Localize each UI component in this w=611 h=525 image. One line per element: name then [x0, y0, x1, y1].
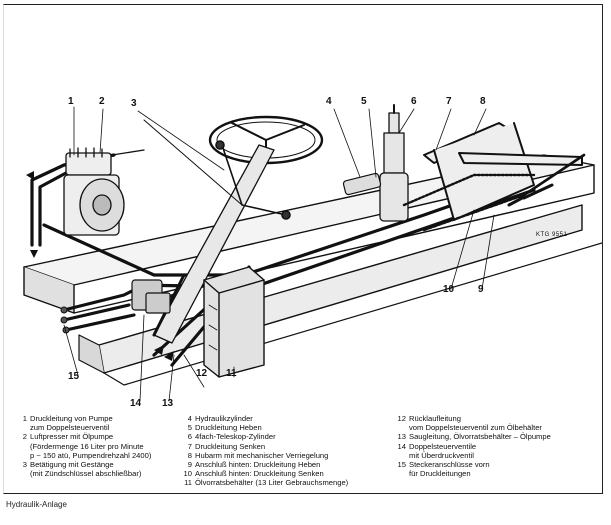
- legend-item-text: Druckleitung Senken: [195, 441, 266, 451]
- callout-9: 9: [478, 284, 484, 295]
- legend-item-number: 15: [397, 460, 406, 470]
- legend-item-text: Hydraulikzylinder: [195, 414, 253, 423]
- legend-item-text: Saugleitung, Ölvorratsbehälter – Ölpumpe: [409, 432, 551, 442]
- legend-item-text: Anschluß hinten: Druckleitung Senken: [195, 469, 324, 479]
- legend-item-text: Steckeranschlüsse vorn: [409, 460, 490, 470]
- legend-item-text: Druckleitung Heben: [195, 423, 262, 433]
- legend-item-text: Druckleitung von Pumpe: [30, 414, 113, 423]
- legend-item-text: 4fach-Teleskop-Zylinder: [195, 432, 276, 442]
- legend-item-continuation: für Druckleitungen: [409, 469, 471, 479]
- legend-item-number: 14: [397, 441, 406, 451]
- legend-item-number: 7: [187, 441, 192, 451]
- legend-item-number: 12: [397, 414, 406, 423]
- callout-3: 3: [131, 98, 137, 109]
- callout-6: 6: [411, 96, 417, 107]
- legend-item-text: Doppelsteuerventile: [409, 441, 477, 451]
- lifting-arms: [423, 122, 586, 221]
- callout-12: 12: [196, 368, 208, 379]
- legend-item-number: 8: [187, 450, 192, 460]
- legend-item-number: 5: [187, 423, 192, 433]
- legend-item-number: 13: [397, 432, 406, 442]
- callout-10: 10: [443, 284, 455, 295]
- legend-item-continuation: (mit Zündschlüssel abschließbar): [30, 469, 142, 479]
- figure-frame: [3, 4, 603, 494]
- front-connectors: [60, 306, 70, 334]
- callout-8: 8: [480, 96, 486, 107]
- figure-caption: Hydraulik-Anlage: [6, 500, 67, 509]
- hydraulic-system-drawing: [23, 104, 602, 402]
- callout-7: 7: [446, 96, 452, 107]
- callout-15: 15: [68, 371, 80, 382]
- legend-item-text: Anschluß hinten: Druckleitung Heben: [195, 460, 321, 470]
- legend-item-number: 1: [22, 414, 27, 423]
- operating-rod: [143, 119, 291, 220]
- legend-item-number: 9: [187, 460, 192, 470]
- callout-11: 11: [226, 368, 237, 379]
- legend-item-continuation: vom Doppelsteuerventil zum Ölbehälter: [409, 423, 542, 433]
- legend-item-number: 4: [187, 414, 192, 423]
- air-compressor: [63, 147, 145, 236]
- legend-item-continuation: zum Doppelsteuerventil: [30, 423, 110, 433]
- callout-1: 1: [68, 96, 74, 107]
- legend-item-text: Luftpresser mit Ölpumpe: [30, 432, 114, 442]
- legend-item-number: 2: [22, 432, 27, 442]
- legend-item-number: 3: [22, 460, 27, 470]
- legend-item-text: Hubarm mit mechanischer Verriegelung: [195, 450, 329, 460]
- callout-5: 5: [361, 96, 367, 107]
- oil-reservoir: [203, 266, 265, 378]
- callout-2: 2: [99, 96, 105, 107]
- legend-item-continuation: mit Überdruckventil: [409, 450, 474, 460]
- rear-hoses: [402, 173, 554, 232]
- leader-lines: [63, 106, 495, 402]
- legend-item-number: 6: [187, 432, 192, 442]
- legend-item-number: 11: [184, 478, 192, 488]
- callout-14: 14: [130, 398, 142, 409]
- legend-item-text: Betätigung mit Gestänge: [30, 460, 114, 470]
- callout-4: 4: [326, 96, 332, 107]
- telescopic-cylinder: [379, 104, 409, 222]
- legend-item-continuation: (Fördermenge 16 Liter pro Minute: [30, 441, 144, 451]
- callout-13: 13: [162, 398, 174, 409]
- control-valves: [131, 279, 171, 314]
- legend-item-number: 10: [183, 469, 192, 479]
- drawing-reference-code: KTG 9551: [536, 232, 568, 238]
- legend-item-text: Rücklaufleitung: [409, 414, 461, 423]
- legend-item-text: Ölvorratsbehälter (13 Liter Gebrauchsmen…: [195, 478, 349, 488]
- flow-arrows: [26, 171, 174, 361]
- legend-item-continuation: p ~ 150 atü, Pumpendrehzahl 2400): [30, 450, 152, 460]
